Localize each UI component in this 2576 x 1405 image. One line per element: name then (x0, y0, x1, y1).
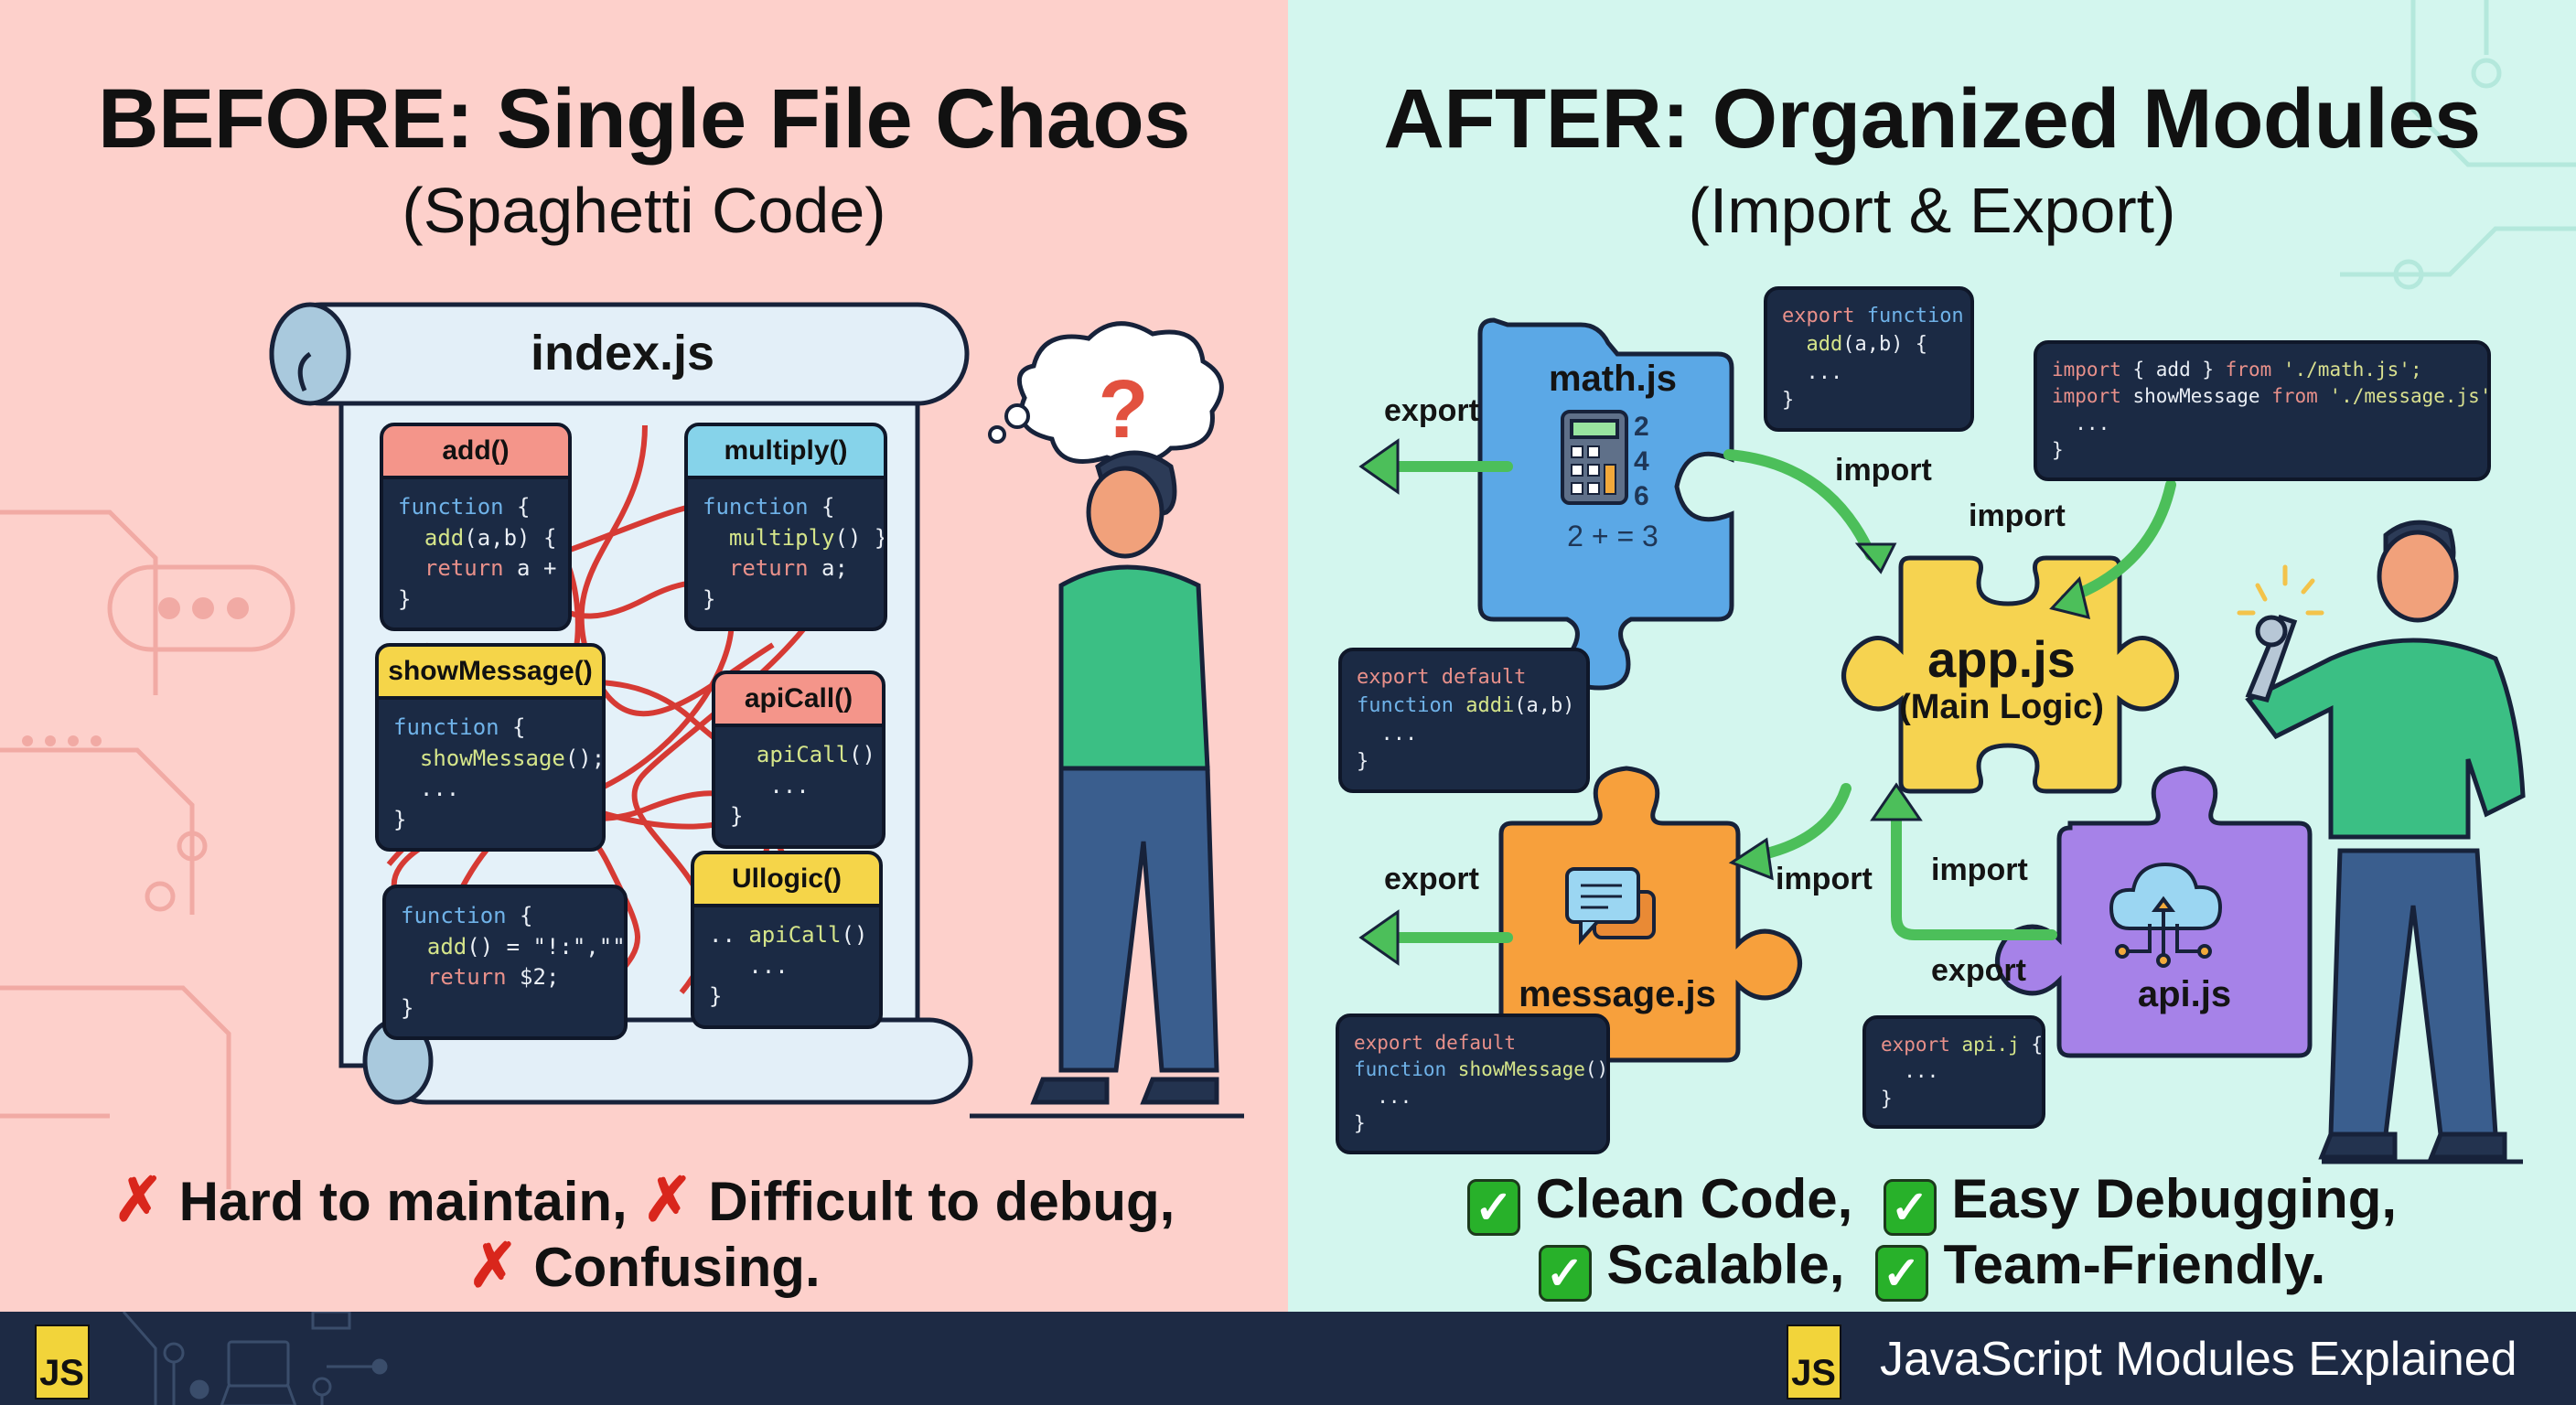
chat-bubbles-icon (1565, 867, 1656, 946)
function-block-code: function { add(a,b) { return a + b } (398, 494, 557, 612)
app-piece (1841, 555, 2179, 794)
message-export-label: export (1384, 862, 1479, 896)
cloud-upload-icon (2109, 862, 2223, 968)
thought-bubble (988, 321, 1224, 466)
message-import-label: import (1776, 862, 1873, 896)
circuit-decoration (0, 509, 295, 1189)
after-title: AFTER: Organized Modules (1383, 72, 2481, 166)
function-block-code: function { multiply() }; return a; } (703, 494, 887, 612)
js-logo-icon: JS (35, 1325, 90, 1400)
footer-bar: JS JS JavaScript Modules Explained (0, 1312, 2576, 1405)
function-block: apiCall() apiCall() { ... } (712, 670, 886, 849)
module-diagram (1358, 317, 2526, 1164)
api-code-snippet: export api.j { ... } (1862, 1015, 2045, 1130)
function-block: showMessage() function { showMessage(); .… (375, 643, 606, 853)
checkmark-icon: ✓ (1883, 1179, 1937, 1236)
benefit-clean-code: Clean Code, (1535, 1168, 1853, 1229)
message-code-snippet: export default function showMessage() { … (1336, 1014, 1610, 1154)
cross-icon: ✗ (467, 1231, 519, 1299)
problem-confusing: Confusing. (533, 1237, 821, 1298)
sparkle-icon (2237, 564, 2324, 616)
code-to-app-arrow (2060, 479, 2176, 605)
benefit-team-friendly: Team-Friendly. (1943, 1234, 2326, 1295)
api-import-label: import (1931, 853, 2028, 887)
math-to-app-arrow (1723, 449, 1876, 561)
after-subtitle: (Import & Export) (1688, 175, 2176, 246)
benefit-easy-debugging: Easy Debugging, (1951, 1168, 2398, 1229)
problem-difficult-to-debug: Difficult to debug, (708, 1171, 1175, 1232)
api-export-label: export (1931, 953, 2026, 988)
function-block: function { add() = "!:",""); return $2; … (382, 885, 628, 1041)
confused-developer-illustration: ? (970, 321, 1244, 1119)
js-logo-icon: JS (1787, 1325, 1841, 1400)
circuit-laptop-decoration (122, 1312, 388, 1405)
file-name-label: index.js (531, 326, 715, 381)
function-block-header: add() (383, 426, 568, 479)
api-piece-label: api.js (2137, 974, 2232, 1014)
function-block-code: apiCall() { ... } (730, 742, 875, 830)
function-block-code: function { add() = "!:",""); return $2; … (401, 903, 626, 1021)
app-piece-sublabel: (Main Logic) (1899, 688, 2104, 726)
function-block-header: showMessage() (379, 647, 602, 700)
before-title: BEFORE: Single File Chaos (98, 72, 1190, 166)
calculator-icon (1561, 410, 1628, 505)
function-block: add() function { add(a,b) { return a + b … (380, 423, 572, 632)
math-piece-label: math.js (1548, 359, 1678, 399)
math-export-label: export (1384, 393, 1479, 428)
function-block: multiply() function { multiply() }; retur… (684, 423, 887, 632)
question-mark-icon: ? (1099, 364, 1149, 456)
checkmark-icon: ✓ (1538, 1245, 1592, 1302)
benefits-line-2: ✓ Scalable, ✓ Team-Friendly. (1288, 1232, 2576, 1302)
circuit-decoration (2340, 0, 2576, 290)
cross-icon: ✗ (642, 1165, 693, 1233)
benefits-line-1: ✓ Clean Code, ✓ Easy Debugging, (1288, 1166, 2576, 1236)
cross-icon: ✗ (113, 1165, 164, 1233)
function-block-header: Ullogic() (694, 854, 879, 907)
app-piece-label: app.js (1927, 630, 2076, 688)
problems-line-1: ✗ Hard to maintain, ✗ Difficult to debug… (0, 1166, 1288, 1235)
problems-line-2: ✗ Confusing. (0, 1232, 1288, 1301)
checkmark-icon: ✓ (1874, 1245, 1928, 1302)
footer-title: JavaScript Modules Explained (1880, 1333, 2517, 1386)
message-piece-label: message.js (1519, 974, 1716, 1014)
problem-hard-to-maintain: Hard to maintain, (178, 1171, 628, 1232)
api-to-app-arrow (1891, 804, 2057, 940)
math-code-snippet: export function add(a,b) { ... } (1764, 286, 1974, 433)
function-block-code: function { showMessage(); ... } (393, 714, 606, 832)
before-subtitle: (Spaghetti Code) (402, 175, 886, 246)
code-import-label: import (1969, 499, 2066, 533)
after-panel: AFTER: Organized Modules (Import & Expor… (1288, 0, 2576, 1312)
math-import-label: import (1835, 453, 1932, 488)
happy-developer-illustration (2245, 520, 2526, 1160)
math-equation: 2 + = 3 (1567, 520, 1658, 552)
checkmark-icon: ✓ (1466, 1179, 1520, 1236)
app-code-snippet: import { add } from './math.js'; import … (2034, 340, 2491, 481)
function-block: Ullogic() .. apiCall() { ... } (691, 851, 883, 1029)
before-panel: BEFORE: Single File Chaos (Spaghetti Cod… (0, 0, 1288, 1312)
function-block-header: apiCall() (715, 674, 882, 727)
function-block-header: multiply() (688, 426, 884, 479)
benefit-scalable: Scalable, (1606, 1234, 1845, 1295)
addi-code-snippet: export default function addi(a,b) { ... … (1338, 648, 1590, 794)
function-block-code: .. apiCall() { ... } (709, 922, 868, 1010)
